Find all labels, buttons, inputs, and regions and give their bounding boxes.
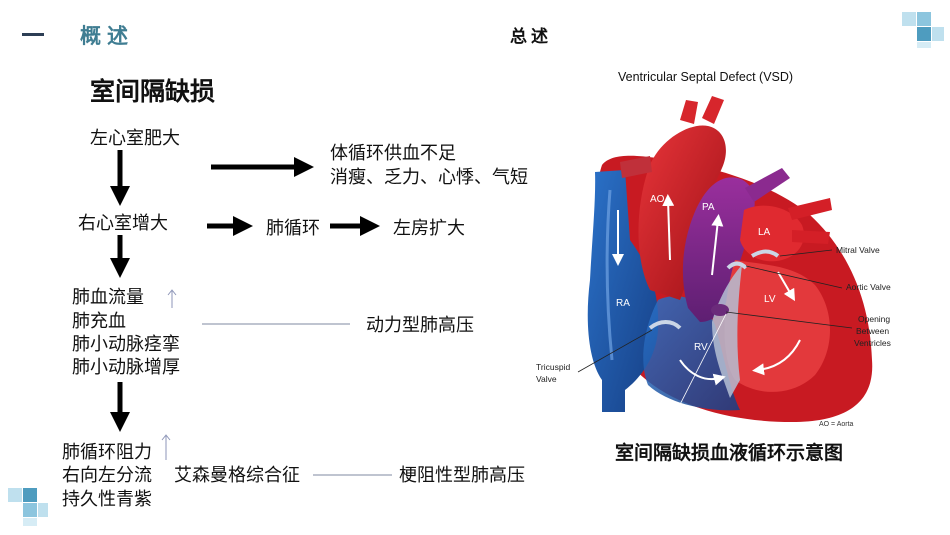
figure-caption: 室间隔缺损血液循环示意图 <box>615 442 844 464</box>
up-arrow-small-2 <box>161 434 171 460</box>
left-atrium <box>740 205 804 262</box>
header-dash <box>22 33 44 36</box>
callout-opening-line2: Between <box>856 326 889 336</box>
flow-step1-result-line1: 体循环供血不足 <box>330 143 456 164</box>
up-arrow-small-1 <box>167 289 177 308</box>
callout-opening-line3: Ventricles <box>854 338 891 348</box>
left-ventricle <box>724 260 830 392</box>
flow-step3-line4: 肺小动脉增厚 <box>72 357 180 378</box>
flow-step3-result: 动力型肺高压 <box>366 315 474 336</box>
flow-step1: 左心室肥大 <box>90 128 180 149</box>
label-la: LA <box>758 227 771 238</box>
callout-tricuspid-line1: Tricuspid <box>536 362 570 372</box>
section-label: 概述 <box>80 24 134 48</box>
aorta <box>638 125 726 300</box>
flow-step3-line3: 肺小动脉痉挛 <box>72 334 180 355</box>
flow-step4-line3: 持久性青紫 <box>62 489 152 510</box>
page-heading: 总述 <box>510 27 552 47</box>
label-pa: PA <box>702 202 715 213</box>
label-ao: AO <box>650 194 665 205</box>
callout-tricuspid-line2: Valve <box>536 374 557 384</box>
septal-defect-opening <box>711 304 729 316</box>
flow-step2-result: 左房扩大 <box>393 218 465 239</box>
vsd-heart-figure: Ventricular Septal Defect (VSD) AO PA LA… <box>536 70 891 432</box>
callout-aortic-valve: Aortic Valve <box>846 282 891 292</box>
flow-step4-result: 梗阻性型肺高压 <box>399 465 525 486</box>
mitral-valve <box>750 249 780 258</box>
label-rv: RV <box>694 342 708 353</box>
flow-step3-line2: 肺充血 <box>72 311 126 332</box>
label-ra: RA <box>616 298 630 309</box>
flow-step4-syndrome: 艾森曼格综合征 <box>174 465 300 486</box>
ventricular-septum <box>712 265 742 398</box>
label-lv: LV <box>764 294 776 305</box>
flow-step2: 右心室增大 <box>78 213 168 234</box>
pulmonary-artery <box>682 177 755 322</box>
legend-note: AO = Aorta <box>819 421 854 428</box>
flow-step4-line1: 肺循环阻力 <box>62 442 152 463</box>
flow-step2-target: 肺循环 <box>266 218 320 239</box>
figure-title: Ventricular Septal Defect (VSD) <box>618 70 793 84</box>
tricuspid-valve <box>648 320 682 330</box>
flow-step3-line1: 肺血流量 <box>72 287 144 308</box>
flow-arrows <box>110 150 392 476</box>
main-title: 室间隔缺损 <box>90 77 216 106</box>
callout-opening-line1: Opening <box>858 314 890 324</box>
callout-mitral-valve: Mitral Valve <box>836 245 880 255</box>
flow-step1-result-line2: 消瘦、乏力、心悸、气短 <box>330 167 528 188</box>
aortic-valve <box>726 261 748 270</box>
flow-step4-line2: 右向左分流 <box>62 465 152 486</box>
vena-cava-ra <box>587 170 659 412</box>
